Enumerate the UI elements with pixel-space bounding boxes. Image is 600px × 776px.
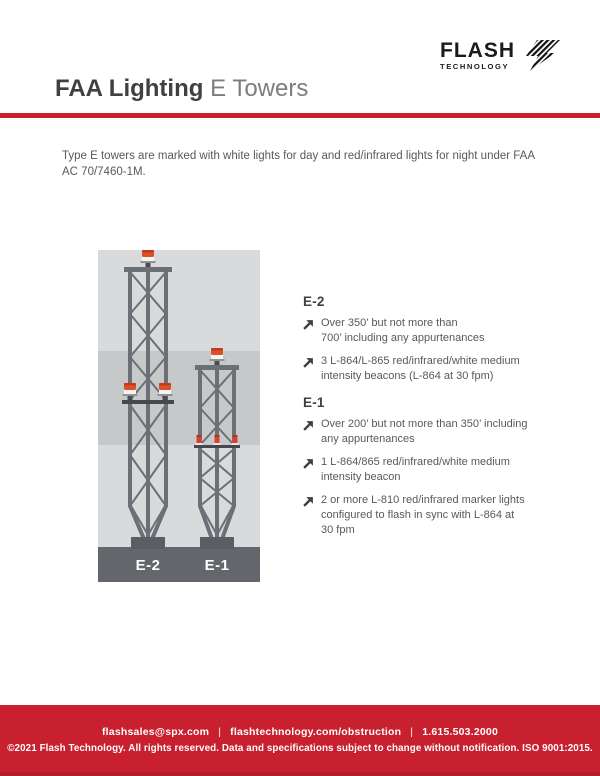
page-title-light: E Towers bbox=[210, 75, 309, 102]
footer-website-link[interactable]: flashtechnology.com/obstruction bbox=[230, 726, 402, 738]
footer: flashsales@spx.com | flashtechnology.com/o… bbox=[0, 705, 600, 776]
flash-logo-icon bbox=[524, 40, 560, 71]
brand-subname: TECHNOLOGY bbox=[440, 62, 510, 72]
spec-item: Over 350’ but not more than 700’ includi… bbox=[303, 316, 565, 346]
spec-section-e2: E-2 Over 350’ but not more than 700’ inc… bbox=[303, 294, 565, 384]
ne-arrow-icon bbox=[303, 494, 314, 512]
spec-section-title: E-1 bbox=[303, 394, 325, 410]
marker-lights-e1 bbox=[195, 435, 239, 445]
spec-item: 3 L-864/L-865 red/infrared/white medium … bbox=[303, 354, 565, 384]
beacon-top-e2 bbox=[140, 250, 156, 267]
spec-item-text: Over 350’ but not more than 700’ includi… bbox=[321, 317, 485, 344]
spec-item-text: Over 200’ but not more than 350’ includi… bbox=[321, 417, 528, 445]
page-title-bold: FAA Lighting bbox=[55, 75, 204, 102]
beacon-mid-left-e2 bbox=[122, 383, 138, 400]
spec-item-text: 1 L-864/865 red/infrared/white medium in… bbox=[321, 455, 510, 483]
spec-section-e1: E-1 Over 200’ but not more than 350’ inc… bbox=[303, 395, 565, 538]
beacon-mid-right-e2 bbox=[157, 383, 173, 400]
brand-name: FLASH bbox=[440, 39, 515, 63]
spec-item: 1 L-864/865 red/infrared/white medium in… bbox=[303, 455, 565, 485]
brand-logo: FLASH TECHNOLOGY bbox=[440, 40, 560, 71]
spec-item-text: 2 or more L-810 red/infrared marker ligh… bbox=[321, 493, 525, 536]
footer-separator: | bbox=[410, 726, 414, 738]
tower-label-e1: E-1 bbox=[205, 557, 230, 574]
ne-arrow-icon bbox=[303, 418, 314, 436]
spec-item: 2 or more L-810 red/infrared marker ligh… bbox=[303, 493, 565, 538]
accent-rule bbox=[0, 113, 600, 118]
footer-email-link[interactable]: flashsales@spx.com bbox=[101, 726, 210, 738]
page-title: FAA Lighting E Towers bbox=[55, 77, 308, 101]
brand-wordmark: FLASH TECHNOLOGY bbox=[440, 40, 515, 71]
ne-arrow-icon bbox=[303, 317, 314, 335]
spec-item: Over 200’ but not more than 350’ includi… bbox=[303, 417, 565, 447]
specs-column: E-2 Over 350’ but not more than 700’ inc… bbox=[303, 294, 565, 545]
footer-legal-line: ©2021 Flash Technology. All rights reser… bbox=[7, 743, 593, 754]
footer-phone-link[interactable]: 1.615.503.2000 bbox=[422, 726, 498, 738]
beacon-top-e1 bbox=[209, 348, 225, 365]
towers-illustration: E-2 E-1 bbox=[98, 250, 260, 582]
spec-item-text: 3 L-864/L-865 red/infrared/white medium … bbox=[321, 354, 520, 382]
tower-label-e2: E-2 bbox=[136, 557, 161, 574]
intro-paragraph: Type E towers are marked with white ligh… bbox=[62, 149, 535, 178]
ne-arrow-icon bbox=[303, 456, 314, 474]
ne-arrow-icon bbox=[303, 355, 314, 373]
spec-section-title: E-2 bbox=[303, 294, 325, 309]
footer-separator: | bbox=[218, 726, 222, 738]
footer-contact-line: flashsales@spx.com | flashtechnology.com/o… bbox=[0, 726, 600, 738]
